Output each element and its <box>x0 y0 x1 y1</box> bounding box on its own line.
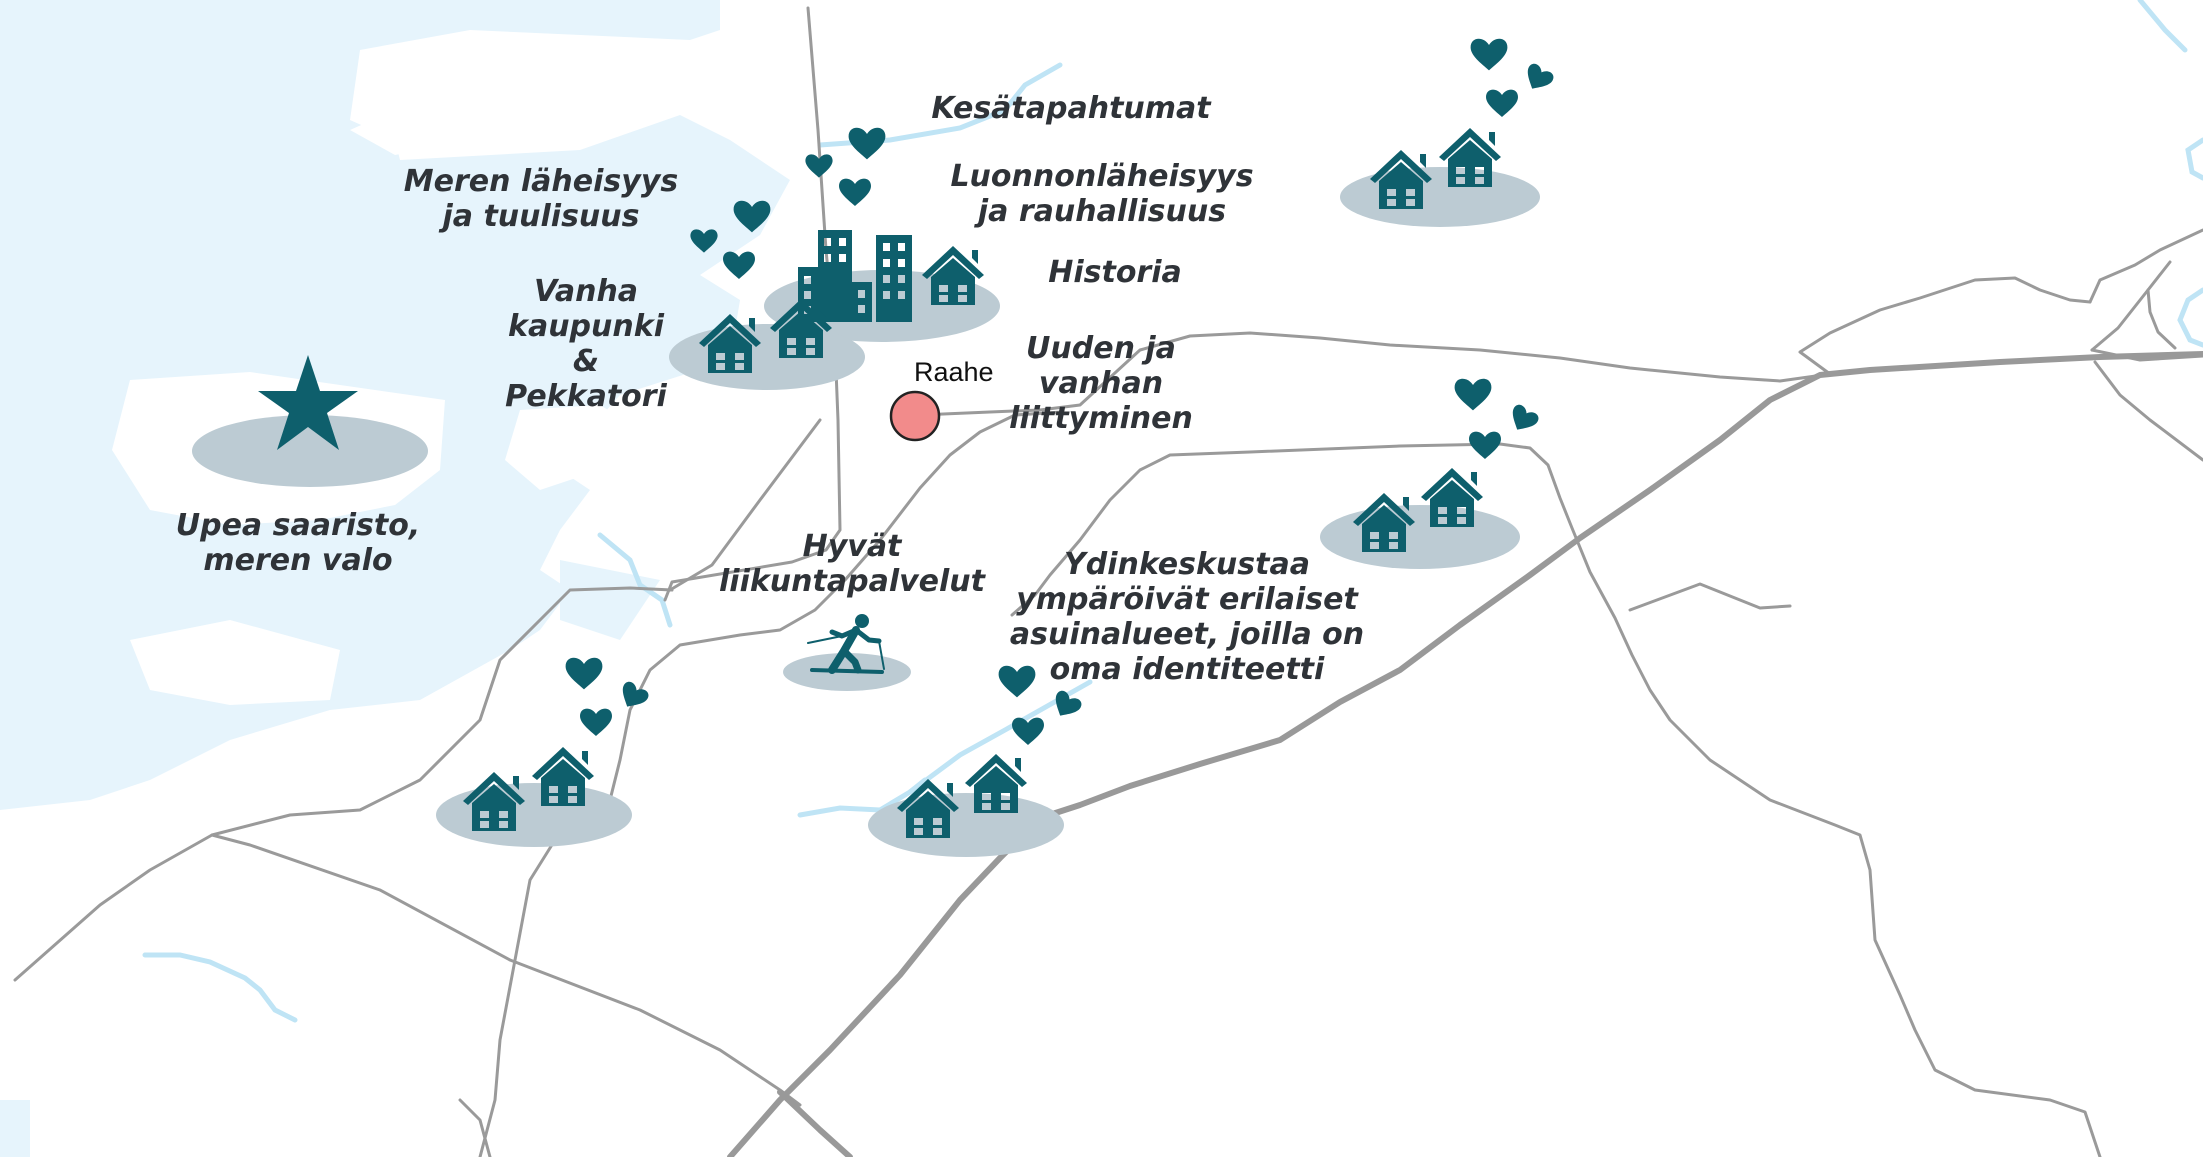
heart-icon <box>615 679 651 714</box>
heart-icon <box>1505 402 1541 437</box>
apartment-building-icon <box>798 230 912 322</box>
label-luonnonlaheisyys: Luonnonläheisyys ja rauhallisuus <box>950 159 1254 229</box>
heart-icon <box>1469 431 1501 459</box>
label-uuden-ja-vanhan: Uuden ja vanhan liittyminen <box>1009 331 1193 436</box>
label-upea-saaristo: Upea saaristo, meren valo <box>175 508 421 578</box>
label-meren-laheisyys: Meren läheisyys ja tuulisuus <box>403 164 679 234</box>
city-name: Raahe <box>914 357 994 387</box>
house-icon <box>532 747 594 806</box>
house-icon <box>1421 468 1483 527</box>
heart-icon <box>839 178 871 206</box>
cross-country-skier-icon <box>807 614 885 674</box>
label-kesatapahtumat: Kesätapahtumat <box>931 91 1211 126</box>
heart-icon <box>565 657 603 690</box>
label-hyvat-liikuntapalvelut: Hyvät liikuntapalvelut <box>719 529 985 599</box>
city-marker-icon <box>889 390 941 442</box>
heart-icon <box>723 251 755 279</box>
heart-icon <box>1486 89 1518 117</box>
minor-roads <box>13 6 2203 1157</box>
heart-icon <box>1012 717 1044 745</box>
house-icon <box>965 754 1027 813</box>
major-road <box>727 351 2203 1157</box>
heart-icon <box>1454 378 1492 411</box>
label-vanha-kaupunki: Vanha kaupunki & Pekkatori <box>505 274 667 414</box>
heart-icon <box>1048 688 1084 723</box>
heart-icon <box>848 127 886 160</box>
label-ydinkeskustaa: Ydinkeskustaa ympäröivät erilaiset asuin… <box>1009 547 1365 687</box>
house-icon <box>1439 128 1501 187</box>
heart-icon <box>1470 38 1508 71</box>
heart-icon <box>580 708 612 736</box>
label-historia: Historia <box>1048 255 1182 290</box>
heart-icon <box>1520 61 1556 96</box>
